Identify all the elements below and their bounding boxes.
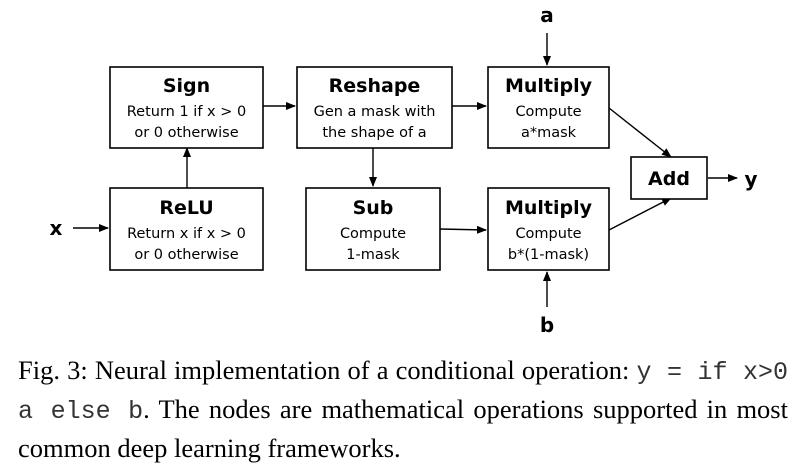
figure-caption: Fig. 3: Neural implementation of a condi… <box>18 352 788 466</box>
caption-prefix: Fig. 3: Neural implementation of a condi… <box>18 355 637 385</box>
sub-node-line2: 1-mask <box>346 247 400 263</box>
relu-node: ReLU Return x if x > 0 or 0 otherwise <box>109 187 264 271</box>
relu-node-line1: Return x if x > 0 <box>127 226 246 242</box>
sign-node-title: Sign <box>163 75 210 97</box>
relu-node-line2: or 0 otherwise <box>134 247 238 263</box>
edge-multiply1-to-add <box>608 107 672 158</box>
caption-code: y = if x>0 a else b <box>18 358 788 426</box>
sign-node-line1: Return 1 if x > 0 <box>127 104 246 120</box>
reshape-node: Reshape Gen a mask with the shape of a <box>296 66 453 149</box>
multiply-b-node-line2: b*(1-mask) <box>508 247 589 263</box>
reshape-node-line1: Gen a mask with <box>314 104 436 120</box>
multiply-a-node-title: Multiply <box>505 75 593 97</box>
add-node: Add <box>630 156 708 200</box>
multiply-a-node-line1: Compute <box>515 104 581 120</box>
sign-node: Sign Return 1 if x > 0 or 0 otherwise <box>109 66 264 149</box>
input-x-label: x <box>50 216 63 240</box>
sub-node: Sub Compute 1-mask <box>305 187 441 271</box>
add-node-title: Add <box>648 168 690 190</box>
edge-sub-to-multiply2 <box>439 225 487 234</box>
multiply-a-node-line2: a*mask <box>521 125 577 141</box>
reshape-node-title: Reshape <box>329 75 421 97</box>
sub-node-title: Sub <box>353 197 394 219</box>
sub-node-line1: Compute <box>340 226 406 242</box>
conditional-operation-diagram: Sign Return 1 if x > 0 or 0 otherwise Re… <box>50 3 758 337</box>
relu-node-title: ReLU <box>159 197 213 219</box>
multiply-b-node: Multiply Compute b*(1-mask) <box>487 187 610 271</box>
edge-multiply2-to-add <box>608 197 672 231</box>
multiply-b-node-line1: Compute <box>515 226 581 242</box>
multiply-b-node-title: Multiply <box>505 197 593 219</box>
caption-suffix: . The nodes are mathematical operations … <box>18 394 788 463</box>
multiply-a-node: Multiply Compute a*mask <box>487 66 610 149</box>
sign-node-line2: or 0 otherwise <box>134 125 238 141</box>
output-y-label: y <box>744 167 757 191</box>
reshape-node-line2: the shape of a <box>322 125 426 141</box>
input-b-label: b <box>540 313 554 337</box>
input-a-label: a <box>540 3 554 27</box>
